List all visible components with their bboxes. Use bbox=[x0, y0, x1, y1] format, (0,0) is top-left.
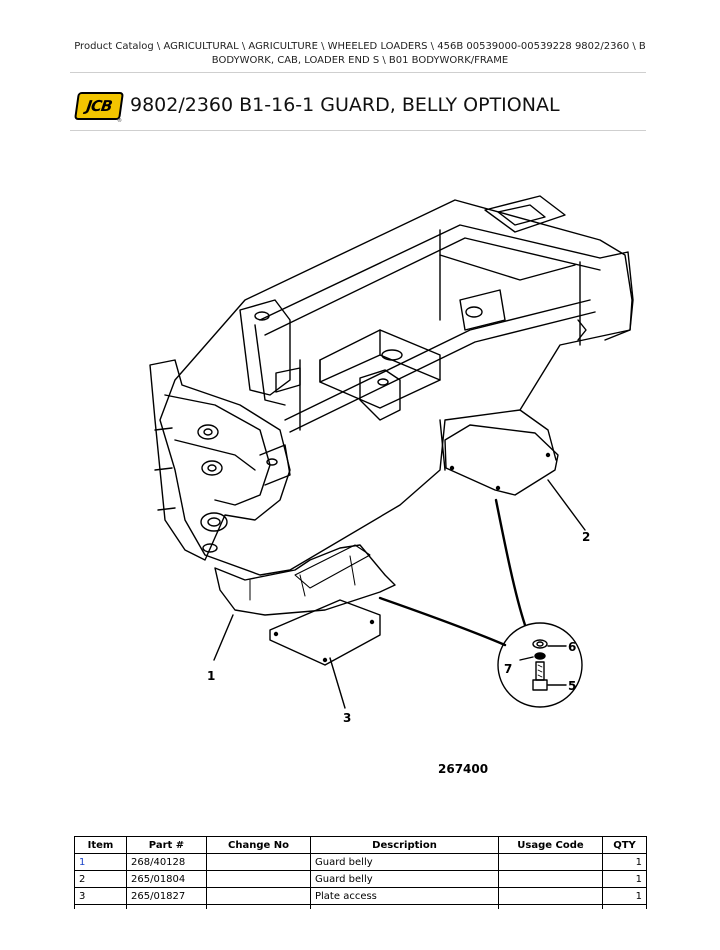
parts-table: Item Part # Change No Description Usage … bbox=[74, 836, 647, 909]
table-row-partial bbox=[74, 904, 647, 909]
breadcrumb-line-1[interactable]: Product Catalog \ AGRICULTURAL \ AGRICUL… bbox=[74, 41, 646, 52]
callout-2: 2 bbox=[582, 530, 590, 544]
usage-code bbox=[498, 870, 603, 888]
page-title: 9802/2360 B1-16-1 GUARD, BELLY OPTIONAL bbox=[130, 94, 560, 116]
breadcrumb: Product Catalog \ AGRICULTURAL \ AGRICUL… bbox=[70, 40, 650, 68]
part-number: 265/01827 bbox=[126, 887, 207, 905]
belly-guard-1-drawing bbox=[214, 544, 396, 616]
column-header-usage: Usage Code bbox=[498, 836, 603, 854]
loader-frame-drawing bbox=[149, 195, 634, 576]
column-header-description: Description bbox=[310, 836, 499, 854]
column-header-change: Change No bbox=[206, 836, 311, 854]
column-header-item: Item bbox=[74, 836, 127, 854]
table-row: 1 268/40128 Guard belly 1 bbox=[74, 853, 647, 871]
description: Plate access bbox=[310, 887, 499, 905]
figure-number: 267400 bbox=[438, 762, 488, 776]
quantity: 1 bbox=[602, 870, 647, 888]
registered-mark: ® bbox=[117, 118, 122, 124]
change-number bbox=[206, 887, 311, 905]
table-header-row: Item Part # Change No Description Usage … bbox=[74, 836, 647, 854]
access-plate-3-drawing bbox=[269, 599, 381, 666]
description: Guard belly bbox=[310, 853, 499, 871]
description: Guard belly bbox=[310, 870, 499, 888]
change-number bbox=[206, 853, 311, 871]
callout-5: 5 bbox=[568, 679, 576, 693]
part-number: 268/40128 bbox=[126, 853, 207, 871]
usage-code bbox=[498, 853, 603, 871]
quantity: 1 bbox=[602, 853, 647, 871]
table-row: 2 265/01804 Guard belly 1 bbox=[74, 870, 647, 888]
item-number: 3 bbox=[74, 887, 127, 905]
exploded-parts-diagram: 1 2 3 5 6 7 267400 bbox=[149, 195, 634, 776]
change-number bbox=[206, 870, 311, 888]
jcb-logo: JCB bbox=[74, 92, 124, 120]
breadcrumb-line-2[interactable]: BODYWORK, CAB, LOADER END S \ B01 BODYWO… bbox=[211, 55, 509, 66]
belly-guard-2-drawing bbox=[444, 424, 559, 496]
callout-7: 7 bbox=[504, 662, 512, 676]
quantity: 1 bbox=[602, 887, 647, 905]
usage-code bbox=[498, 887, 603, 905]
callout-3: 3 bbox=[343, 711, 351, 725]
callout-6: 6 bbox=[568, 640, 576, 654]
part-number: 265/01804 bbox=[126, 870, 207, 888]
callout-1: 1 bbox=[207, 669, 215, 683]
column-header-part: Part # bbox=[126, 836, 207, 854]
header-divider bbox=[70, 72, 646, 73]
item-number: 2 bbox=[74, 870, 127, 888]
column-header-qty: QTY bbox=[602, 836, 647, 854]
title-divider bbox=[70, 130, 646, 131]
table-row: 3 265/01827 Plate access 1 bbox=[74, 887, 647, 905]
item-link[interactable]: 1 bbox=[79, 856, 86, 868]
